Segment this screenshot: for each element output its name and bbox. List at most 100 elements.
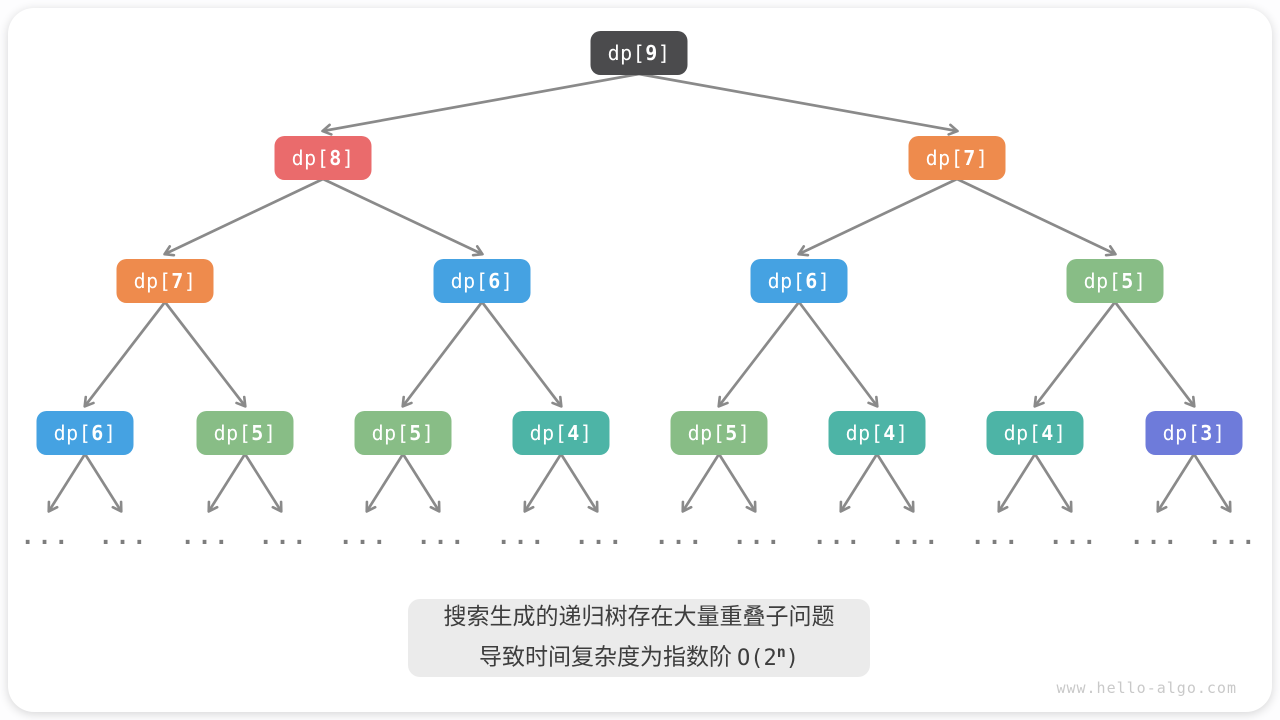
tree-edge-arrow (83, 301, 167, 408)
tree-edge-arrow (365, 453, 405, 513)
caption-line2-text: 导致时间复杂度为指数阶 (478, 644, 732, 671)
node-label-part: dp[ (845, 421, 884, 445)
tree-edge-arrow (321, 72, 640, 136)
ellipsis: ... (812, 524, 864, 550)
tree-node-dp-6: dp[6] (433, 259, 531, 303)
ellipsis: ... (1207, 524, 1259, 550)
ellipsis: ... (180, 524, 232, 550)
node-label-part: 6 (488, 269, 501, 293)
tree-edge-arrow (559, 453, 599, 513)
figure-card (8, 8, 1272, 712)
tree-node-dp-4: dp[4] (986, 411, 1084, 455)
node-label-part: 5 (1121, 269, 1134, 293)
node-label-part: dp[ (53, 421, 92, 445)
tree-edge-arrow (638, 72, 959, 136)
tree-edge-arrow (401, 301, 484, 408)
tree-edge-arrow (207, 453, 247, 513)
complexity-formula: O(2n) (736, 643, 800, 671)
tree-edge-arrow (480, 301, 563, 408)
tree-edge-arrow (839, 453, 879, 513)
tree-edge-arrow (1192, 453, 1232, 513)
ellipsis: ... (1048, 524, 1100, 550)
tree-node-dp-5: dp[5] (1066, 259, 1164, 303)
tree-node-dp-5: dp[5] (670, 411, 768, 455)
tree-node-dp-5: dp[5] (354, 411, 452, 455)
tree-edge-arrow (956, 177, 1117, 257)
node-label-part: dp[ (371, 421, 410, 445)
node-label-part: dp[ (767, 269, 806, 293)
node-label-part: 3 (1200, 421, 1213, 445)
node-label-part: 4 (1041, 421, 1054, 445)
ellipsis: ... (20, 524, 72, 550)
ellipsis: ... (732, 524, 784, 550)
ellipsis: ... (338, 524, 390, 550)
ellipsis: ... (970, 524, 1022, 550)
ellipsis: ... (574, 524, 626, 550)
tree-node-dp-6: dp[6] (36, 411, 134, 455)
node-label-part: dp[ (133, 269, 172, 293)
node-label-part: ] (657, 41, 671, 65)
tree-edge-arrow (243, 453, 283, 513)
node-label-part: 8 (329, 146, 342, 170)
ellipsis: ... (496, 524, 548, 550)
tree-node-dp-8: dp[8] (274, 136, 372, 180)
node-label-part: ] (103, 421, 117, 445)
tree-node-dp-7: dp[7] (908, 136, 1006, 180)
tree-node-dp-7: dp[7] (116, 259, 214, 303)
tree-edge-arrow (681, 453, 721, 513)
ellipsis: ... (98, 524, 150, 550)
node-label-part: 9 (645, 41, 658, 65)
node-label-part: 7 (171, 269, 184, 293)
node-label-part: ] (1212, 421, 1226, 445)
ellipsis: ... (1129, 524, 1181, 550)
tree-node-dp-4: dp[4] (512, 411, 610, 455)
caption-line1: 搜索生成的递归树存在大量重叠子问题 (443, 604, 835, 631)
tree-edge-arrow (997, 453, 1037, 513)
ellipsis: ... (890, 524, 942, 550)
tree-edge-arrow (163, 301, 247, 408)
tree-edge-arrow (163, 177, 324, 257)
ellipsis: ... (654, 524, 706, 550)
tree-edge-arrow (401, 453, 441, 513)
tree-edge-arrow (322, 177, 484, 257)
tree-edge-arrow (1113, 301, 1196, 408)
tree-edge-arrow (523, 453, 563, 513)
node-label-part: dp[ (1162, 421, 1201, 445)
node-label-part: dp[ (529, 421, 568, 445)
node-label-part: 6 (91, 421, 104, 445)
ellipsis: ... (416, 524, 468, 550)
node-label-part: ] (1053, 421, 1067, 445)
tree-edge-arrow (1156, 453, 1196, 513)
node-label-part: dp[ (687, 421, 726, 445)
tree-edge-arrow (717, 453, 757, 513)
node-label-part: ] (975, 146, 989, 170)
node-label-part: ] (421, 421, 435, 445)
node-label-part: dp[ (213, 421, 252, 445)
tree-node-dp-3: dp[3] (1145, 411, 1243, 455)
node-label-part: ] (183, 269, 197, 293)
watermark: www.hello-algo.com (1056, 679, 1237, 697)
tree-edge-arrow (717, 301, 801, 408)
tree-node-dp-6: dp[6] (750, 259, 848, 303)
tree-edge-arrow (47, 453, 87, 513)
node-label-part: 4 (883, 421, 896, 445)
node-label-part: ] (263, 421, 277, 445)
tree-node-dp-9: dp[9] (590, 31, 688, 75)
node-label-part: dp[ (607, 41, 646, 65)
ellipsis: ... (258, 524, 310, 550)
node-label-part: ] (1133, 269, 1147, 293)
tree-node-dp-4: dp[4] (828, 411, 926, 455)
node-label-part: dp[ (925, 146, 964, 170)
tree-edge-arrow (1033, 301, 1117, 408)
tree-edge-arrow (875, 453, 915, 513)
node-label-part: dp[ (1003, 421, 1042, 445)
tree-node-dp-5: dp[5] (196, 411, 294, 455)
node-label-part: ] (341, 146, 355, 170)
node-label-part: 4 (567, 421, 580, 445)
node-label-part: 6 (805, 269, 818, 293)
tree-edge-arrow (797, 301, 879, 408)
